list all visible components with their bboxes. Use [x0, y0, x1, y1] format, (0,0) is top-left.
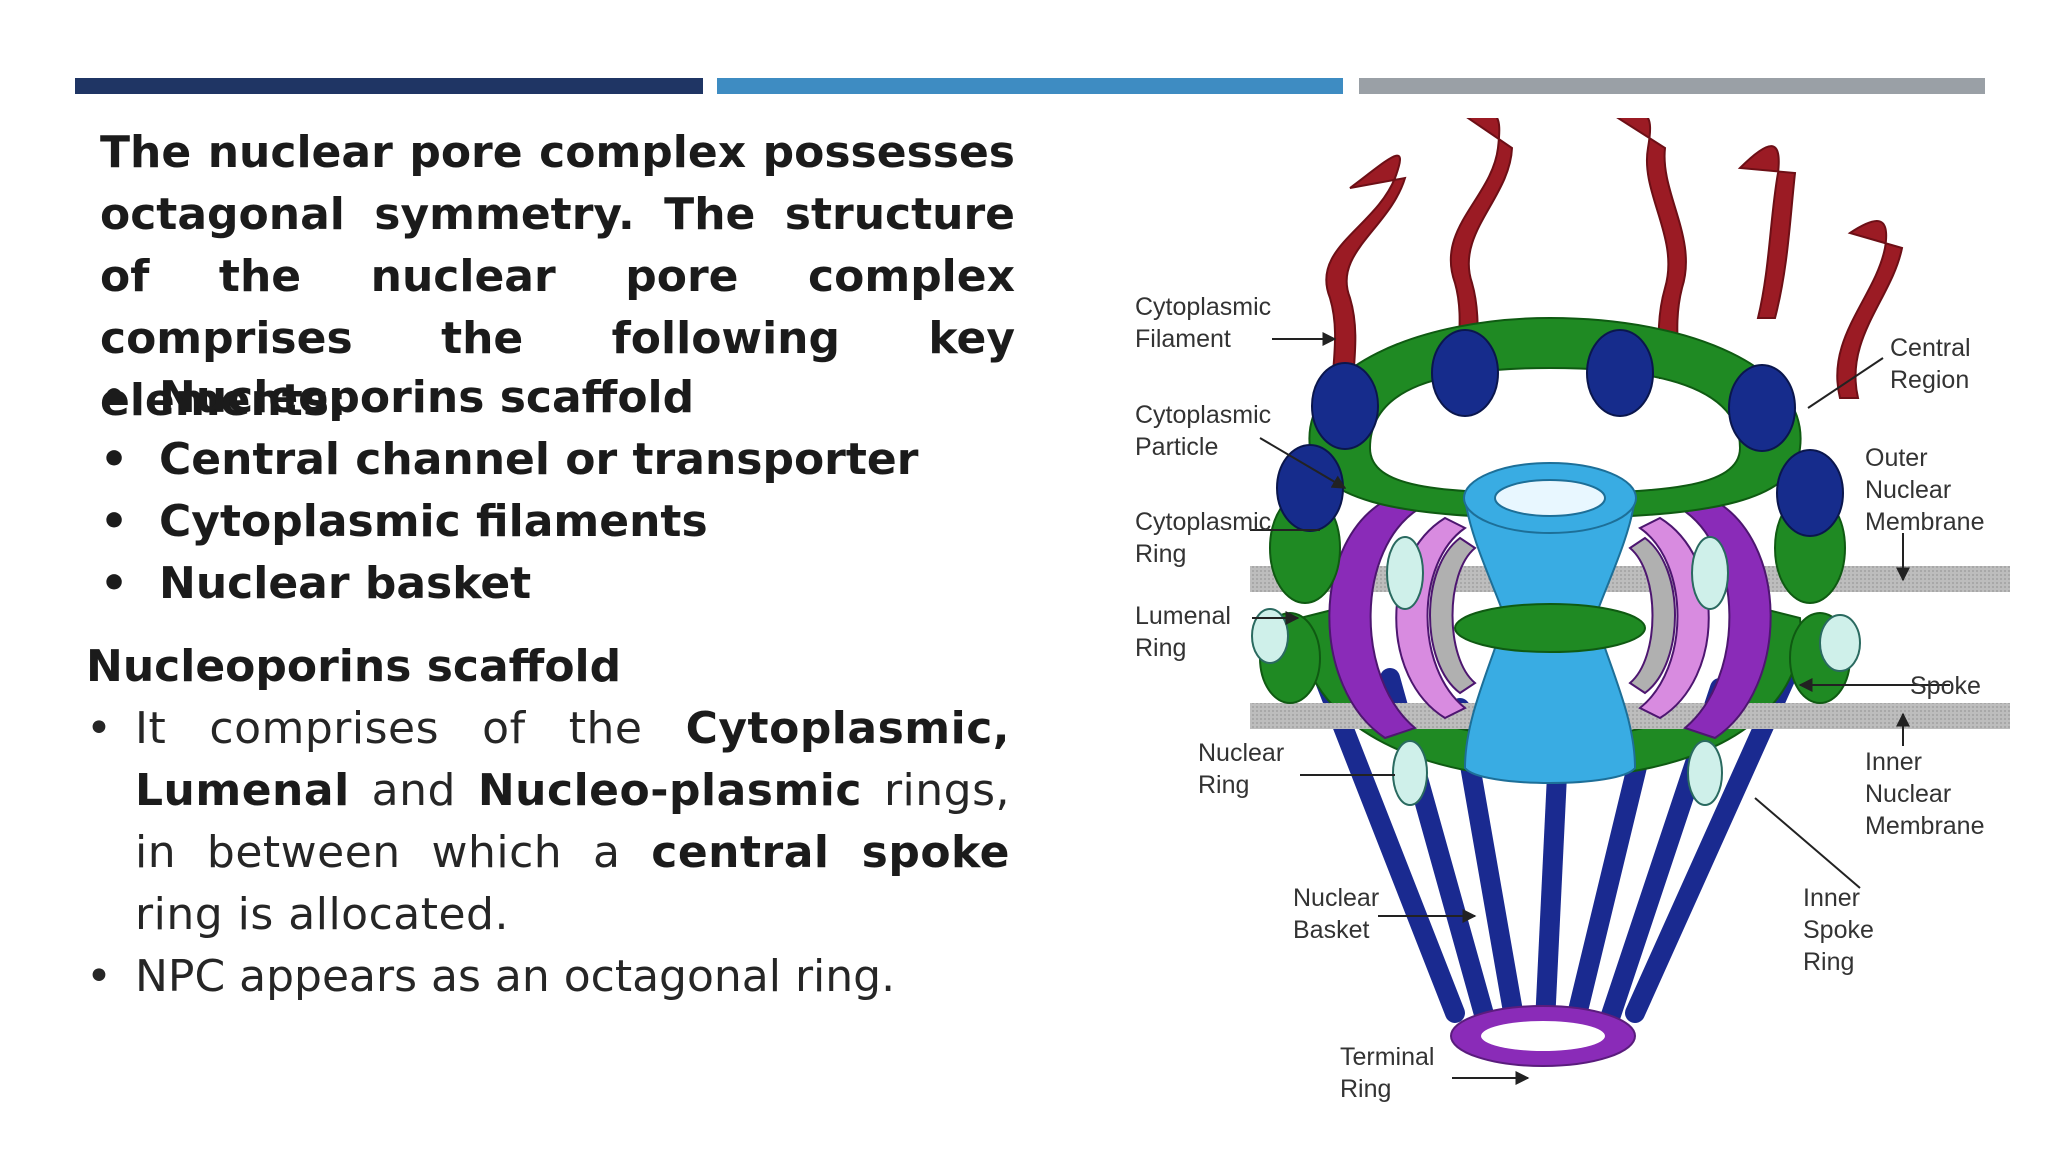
bullet-bold-text: Cytoplasmic, Lumenal — [135, 703, 1010, 816]
label-cytoplasmic-ring: Ring — [1135, 540, 1186, 568]
bullet-bold-text: central spoke — [651, 827, 1010, 878]
bullet-text: ring is allocated. — [135, 889, 509, 940]
bullet-text: and — [349, 765, 478, 816]
bullet-text: It comprises of the — [135, 703, 686, 754]
scaffold-description-list: It comprises of the Cytoplasmic, Lumenal… — [86, 698, 1010, 1008]
top-accent-bar-blue — [717, 78, 1343, 94]
label-lumenal-ring: Ring — [1135, 634, 1186, 662]
lumenal-ring — [1251, 608, 1289, 664]
label-cytoplasmic-ring: Cytoplasmic — [1135, 508, 1271, 536]
cytoplasmic-particle — [1776, 449, 1844, 537]
label-inner-nuclear-membrane: Inner — [1865, 748, 1922, 776]
label-cytoplasmic-filament: Cytoplasmic — [1135, 293, 1271, 321]
spoke — [1628, 536, 1676, 695]
key-element-item: Nucleoporins scaffold — [100, 367, 1015, 429]
label-outer-nuclear-membrane: Membrane — [1865, 508, 1985, 536]
top-accent-bar-gray — [1359, 78, 1985, 94]
label-nuclear-ring: Ring — [1198, 771, 1249, 799]
label-nuclear-ring: Nuclear — [1198, 739, 1284, 767]
label-nuclear-basket: Nuclear — [1293, 884, 1379, 912]
lumenal-rings — [1251, 536, 1861, 806]
label-nuclear-basket: Basket — [1293, 916, 1369, 944]
label-terminal-ring: Ring — [1340, 1075, 1391, 1103]
lumenal-ring — [1687, 740, 1723, 806]
label-central-region: Region — [1890, 366, 1969, 394]
lumenal-ring — [1691, 536, 1729, 610]
label-cytoplasmic-particle: Cytoplasmic — [1135, 401, 1271, 429]
filament — [1836, 220, 1904, 399]
nuclear-pore-complex-diagram: Cytoplasmic Filament Cytoplasmic Particl… — [1135, 118, 2010, 1103]
lumenal-ring — [1819, 614, 1861, 672]
cytoplasmic-particle — [1276, 444, 1344, 532]
label-inner-nuclear-membrane: Membrane — [1865, 812, 1985, 840]
top-accent-bar-dark — [75, 78, 703, 94]
cytoplasmic-particle — [1431, 329, 1499, 417]
pointer-inner-spoke — [1754, 797, 1861, 889]
spoke — [1429, 536, 1477, 695]
key-element-item: Cytoplasmic filaments — [100, 491, 1015, 553]
label-outer-nuclear-membrane: Nuclear — [1865, 476, 1951, 504]
key-element-item: Central channel or transporter — [100, 429, 1015, 491]
cytoplasmic-particle — [1728, 364, 1796, 452]
lumenal-ring — [1386, 536, 1424, 610]
cytoplasmic-particle — [1311, 362, 1379, 450]
label-lumenal-ring: Lumenal — [1135, 602, 1231, 630]
central-channel-opening — [1494, 479, 1606, 517]
central-channel-waist-ring — [1454, 603, 1646, 653]
pointer-cyto-particle — [1259, 437, 1347, 489]
label-inner-spoke-ring: Spoke — [1803, 916, 1874, 944]
lumenal-ring — [1392, 740, 1428, 806]
terminal-ring-hole — [1481, 1021, 1605, 1051]
label-terminal-ring: Terminal — [1340, 1043, 1434, 1071]
key-elements-list: Nucleoporins scaffold Central channel or… — [100, 367, 1015, 615]
label-cytoplasmic-filament: Filament — [1135, 325, 1231, 353]
diagram-labels: Cytoplasmic Filament Cytoplasmic Particl… — [1135, 293, 1985, 1103]
label-inner-nuclear-membrane: Nuclear — [1865, 780, 1951, 808]
label-pointers — [1250, 332, 1950, 1085]
label-outer-nuclear-membrane: Outer — [1865, 444, 1928, 472]
cytoplasmic-particles — [1276, 329, 1844, 537]
bullet-bold-text: Nucleo-plasmic — [477, 765, 862, 816]
label-inner-spoke-ring: Ring — [1803, 948, 1854, 976]
label-cytoplasmic-particle: Particle — [1135, 433, 1218, 461]
key-element-item: Nuclear basket — [100, 553, 1015, 615]
label-central-region: Central — [1890, 334, 1971, 362]
scaffold-bullet-octagonal: NPC appears as an octagonal ring. — [86, 946, 1010, 1008]
pointer-central-region — [1807, 357, 1884, 409]
section-heading: Nucleoporins scaffold — [86, 641, 622, 692]
label-inner-spoke-ring: Inner — [1803, 884, 1860, 912]
filament — [1737, 145, 1797, 319]
bullet-text: rings, in between which a — [135, 765, 1010, 878]
scaffold-bullet-rings: It comprises of the Cytoplasmic, Lumenal… — [86, 698, 1010, 946]
label-spoke: Spoke — [1910, 672, 1981, 700]
cytoplasmic-particle — [1586, 329, 1654, 417]
